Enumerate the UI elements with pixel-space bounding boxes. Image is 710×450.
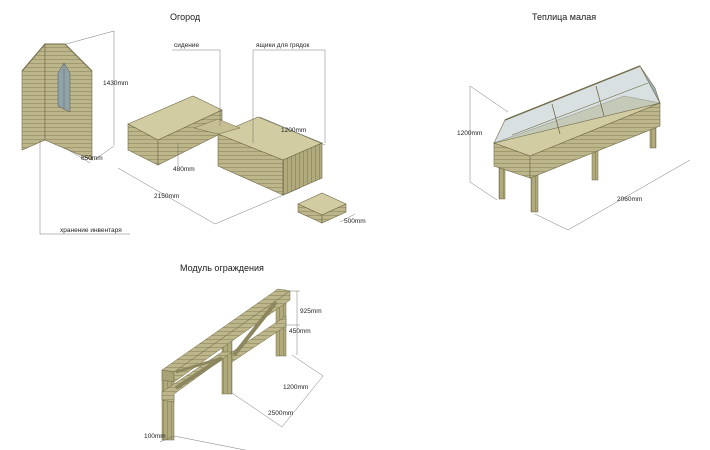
title-greenhouse: Теплица малая — [532, 12, 597, 22]
dim-greenhouse-height: 1200mm — [457, 130, 483, 137]
dim-box-height: 480mm — [173, 166, 195, 173]
greenhouse-dimension-lines — [469, 85, 691, 231]
garden-shed — [21, 43, 93, 161]
dim-total-length: 2150mm — [154, 193, 180, 200]
fence-dimension-lines — [159, 290, 324, 450]
title-garden: Огород — [170, 12, 201, 22]
dim-fence-middle: 450mm — [289, 328, 311, 335]
dim-fence-top: 925mm — [300, 308, 322, 315]
dim-small-box: 500mm — [344, 218, 366, 225]
dim-shed-height: 1430mm — [103, 80, 129, 87]
fence-module — [161, 288, 291, 441]
dim-box-length: 1200mm — [281, 127, 307, 134]
dim-shed-depth: 650mm — [81, 155, 103, 162]
dim-fence-post: 100mm — [144, 433, 166, 440]
label-seat: сидение — [174, 42, 200, 49]
label-boxes: ящики для грядок — [256, 42, 310, 49]
dim-fence-span-total: 2500mm — [268, 410, 294, 417]
dim-greenhouse-length: 2060mm — [617, 196, 643, 203]
garden-dimension-lines — [39, 30, 356, 235]
label-storage: хранение инвентаря — [60, 227, 122, 234]
title-fence: Модуль ограждения — [180, 263, 264, 273]
dim-fence-span-inner: 1200mm — [283, 384, 309, 391]
greenhouse — [493, 65, 662, 213]
garden-box-large — [193, 116, 323, 196]
garden-box-small — [297, 192, 347, 224]
